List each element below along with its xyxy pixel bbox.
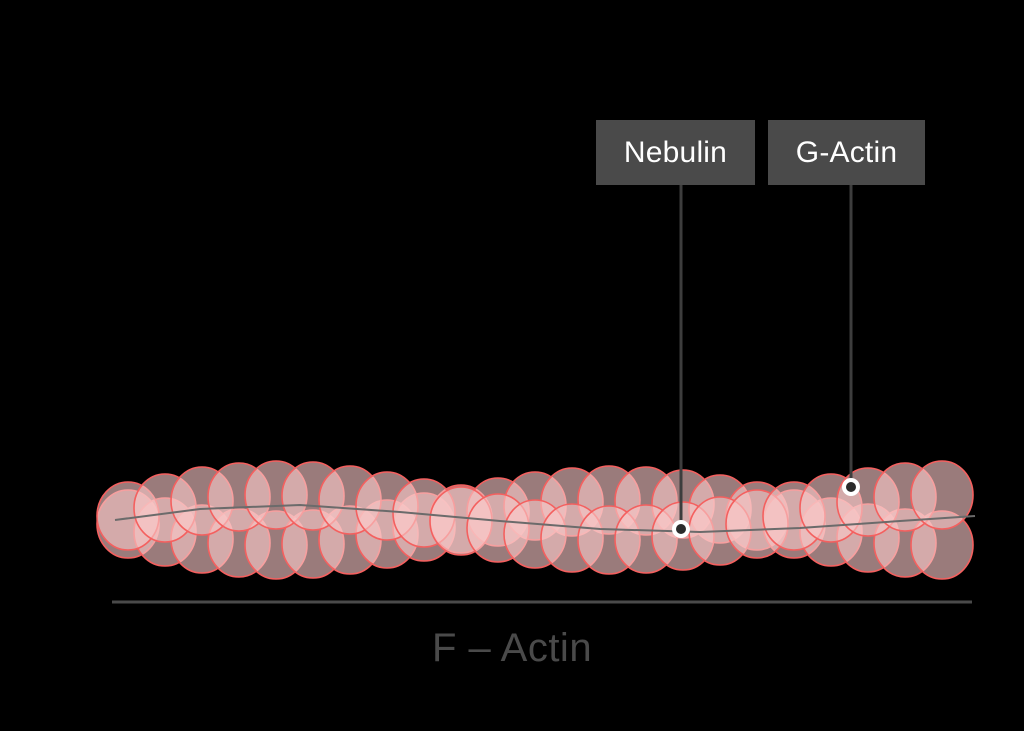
callout-g-actin[interactable]: G-Actin: [768, 120, 925, 185]
callout-nebulin-label: Nebulin: [623, 135, 728, 169]
figure-caption: F – Actin: [431, 626, 593, 670]
callout-nebulin[interactable]: Nebulin: [596, 120, 755, 185]
nebulin-strand-line: [114, 503, 976, 534]
marker-dot-g-actin[interactable]: [846, 482, 856, 492]
callout-markers: [672, 478, 860, 538]
marker-dot-nebulin[interactable]: [676, 524, 686, 534]
g-actin-monomer: [910, 460, 974, 530]
callout-g-actin-label: G-Actin: [795, 135, 898, 169]
upper-strand: [96, 460, 974, 575]
callout-leader-lines: [679, 185, 853, 529]
